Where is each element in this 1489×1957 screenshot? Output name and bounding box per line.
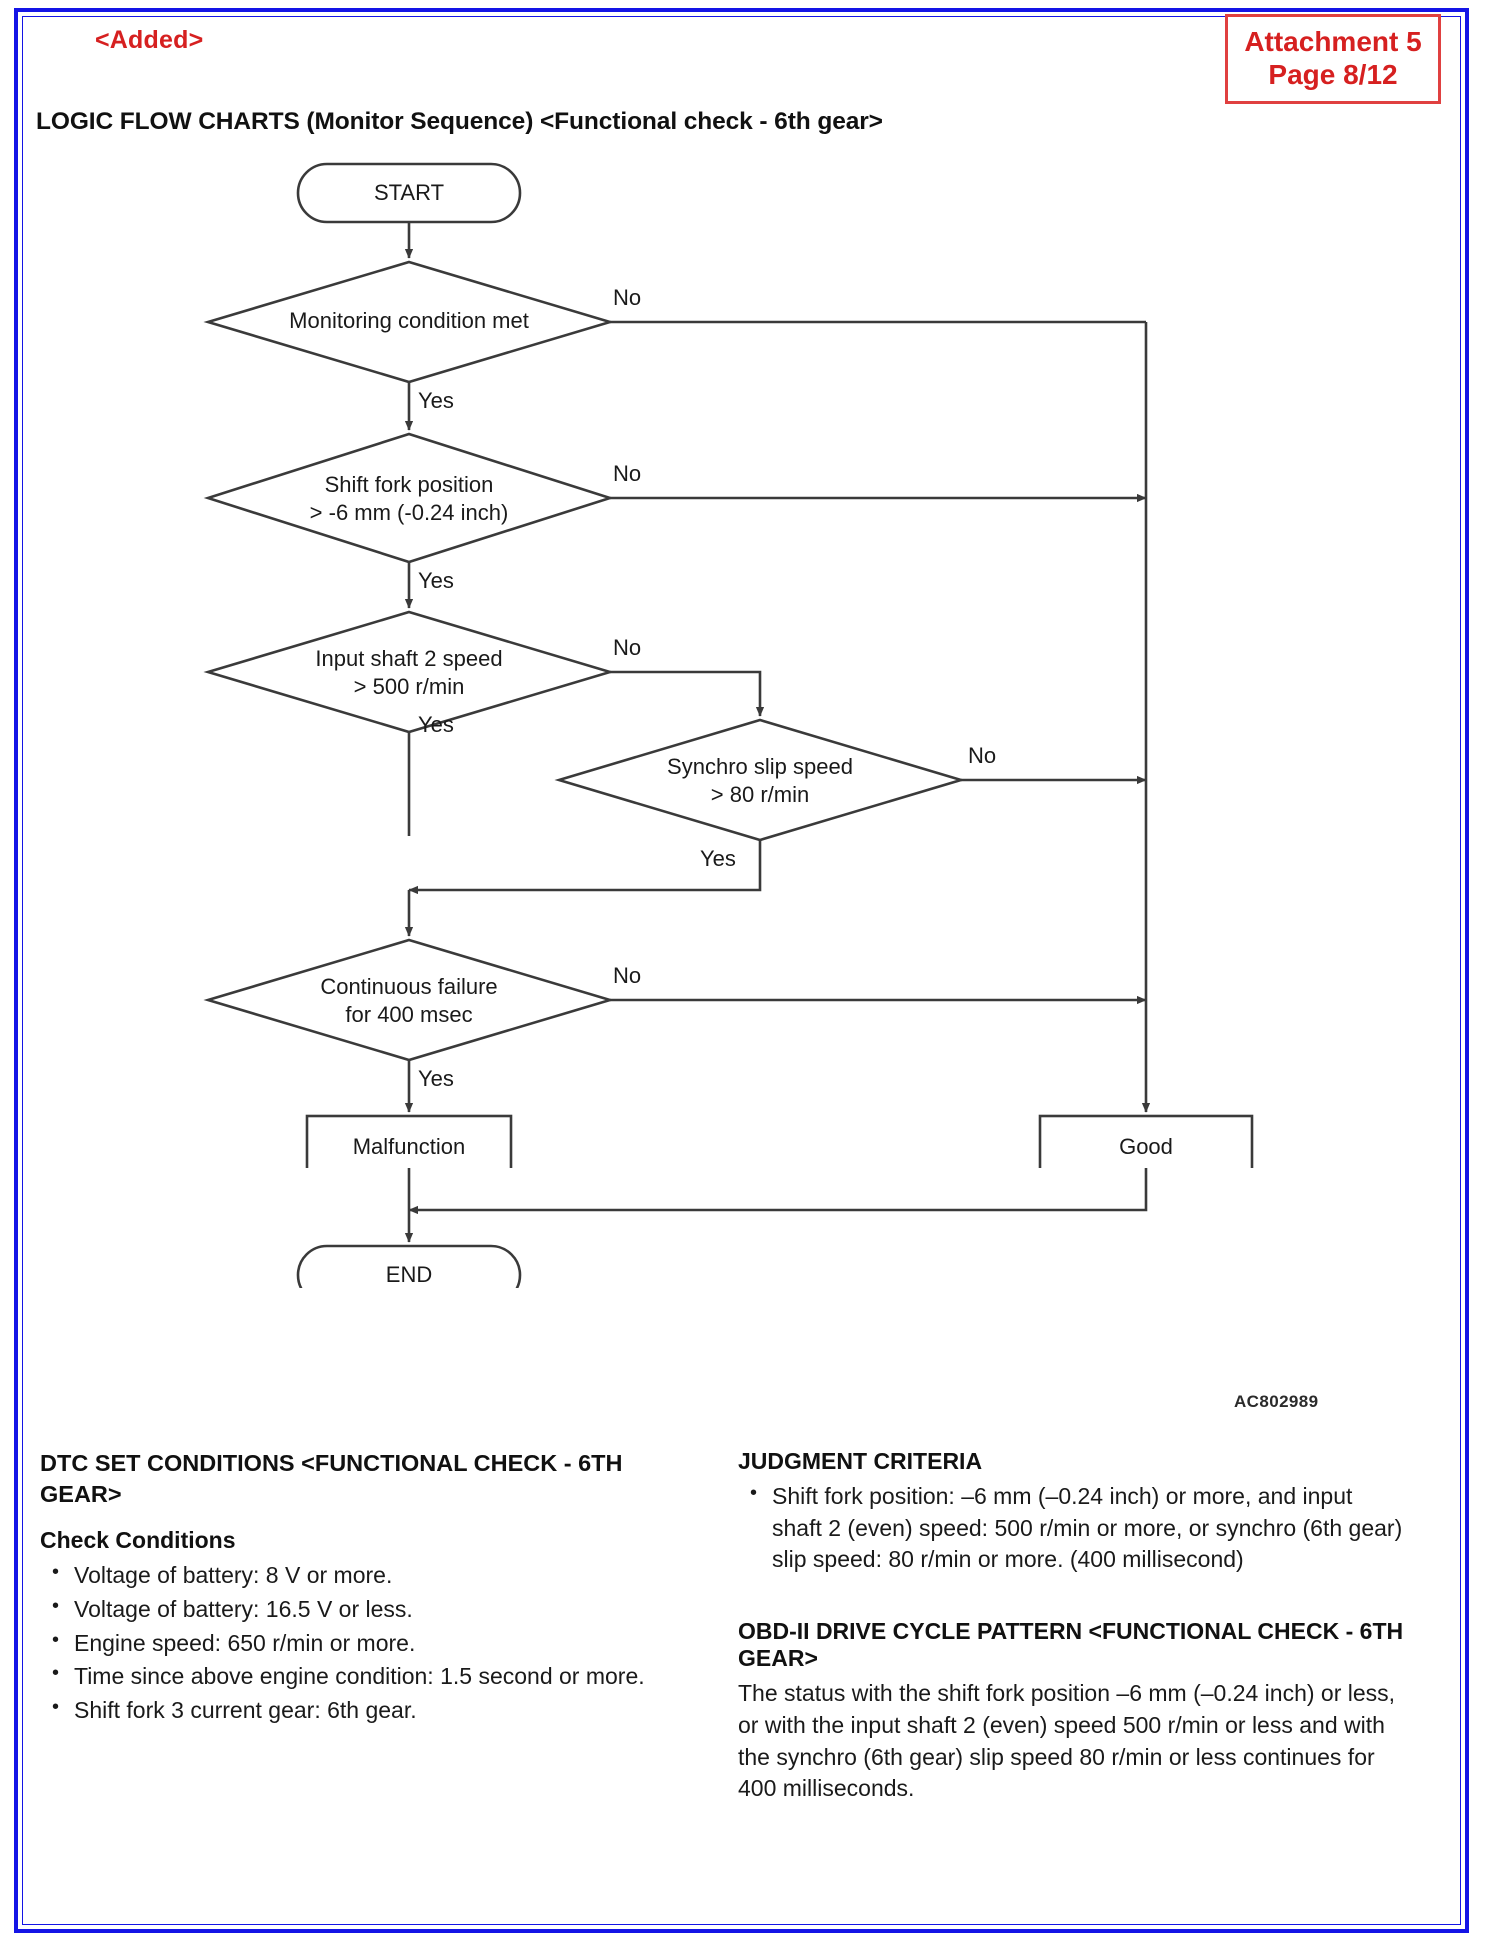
branch-label-monitoring-no: No (613, 285, 641, 310)
branch-label-continuous-no: No (613, 963, 641, 988)
added-revision-tag: <Added> (95, 26, 204, 54)
attachment-page: Page 8/12 (1268, 59, 1398, 91)
decision-synchro-slip-speed (554, 718, 966, 842)
logic-flow-chart: START Monitoring condition met No Yes Sh… (203, 162, 1254, 1168)
page-title: LOGIC FLOW CHARTS (Monitor Sequence) <Fu… (36, 108, 883, 135)
obd-drive-cycle-heading: OBD-II DRIVE CYCLE PATTERN <FUNCTIONAL C… (738, 1618, 1404, 1672)
branch-label-input-shaft-no: No (613, 635, 641, 660)
branch-label-synchro-yes: Yes (700, 846, 736, 871)
dtc-set-conditions-column: DTC SET CONDITIONS <FUNCTIONAL CHECK - 6… (40, 1448, 700, 1729)
judgment-criteria-column: JUDGMENT CRITERIA Shift fork position: –… (738, 1448, 1408, 1805)
judgment-criteria-heading: JUDGMENT CRITERIA (738, 1448, 983, 1474)
decision-input-shaft-line2: > 500 r/min (354, 674, 465, 699)
good-label: Good (1119, 1134, 1173, 1159)
obd-drive-cycle-body: The status with the shift fork position … (738, 1680, 1396, 1802)
figure-reference-code: AC802989 (1234, 1392, 1319, 1411)
branch-label-continuous-yes: Yes (418, 1066, 454, 1091)
judgment-criteria-list: Shift fork position: –6 mm (–0.24 inch) … (738, 1480, 1408, 1576)
decision-shift-fork-line1: Shift fork position (325, 472, 494, 497)
decision-synchro-line1: Synchro slip speed (667, 754, 853, 779)
logic-flow-chart-footer: END (296, 1168, 1148, 1288)
process-good (1038, 1114, 1254, 1168)
list-item: Shift fork position: –6 mm (–0.24 inch) … (750, 1480, 1408, 1576)
decision-monitoring-label: Monitoring condition met (289, 308, 529, 333)
check-conditions-list: Voltage of battery: 8 V or more. Voltage… (40, 1559, 700, 1727)
branch-label-shift-fork-yes: Yes (418, 568, 454, 593)
path-good-to-end (408, 1168, 1148, 1215)
decision-synchro-line2: > 80 r/min (711, 782, 809, 807)
decision-continuous-failure (203, 938, 615, 1062)
decision-continuous-line1: Continuous failure (320, 974, 497, 999)
list-item: Voltage of battery: 16.5 V or less. (52, 1593, 700, 1626)
path-input-shaft-no (610, 670, 765, 717)
attachment-stamp: Attachment 5 Page 8/12 (1225, 14, 1441, 105)
decision-input-shaft-line1: Input shaft 2 speed (315, 646, 502, 671)
attachment-number: Attachment 5 (1244, 26, 1422, 57)
section-spacer (738, 1578, 1408, 1618)
list-item: Shift fork 3 current gear: 6th gear. (52, 1694, 700, 1727)
decision-shift-fork-line2: > -6 mm (-0.24 inch) (310, 500, 509, 525)
list-item: Time since above engine condition: 1.5 s… (52, 1660, 700, 1693)
decision-shift-fork-position (203, 432, 615, 564)
list-item: Voltage of battery: 8 V or more. (52, 1559, 700, 1592)
malfunction-label: Malfunction (353, 1134, 466, 1159)
list-item: Engine speed: 650 r/min or more. (52, 1627, 700, 1660)
branch-label-input-shaft-yes: Yes (418, 712, 454, 737)
decision-continuous-line2: for 400 msec (345, 1002, 472, 1027)
decision-input-shaft-speed (203, 610, 615, 734)
end-terminal (296, 1244, 522, 1288)
end-label: END (386, 1262, 432, 1287)
dtc-set-conditions-heading: DTC SET CONDITIONS <FUNCTIONAL CHECK - 6… (40, 1450, 623, 1507)
branch-label-synchro-no: No (968, 743, 996, 768)
check-conditions-subheading: Check Conditions (40, 1527, 236, 1554)
branch-label-shift-fork-no: No (613, 461, 641, 486)
path-synchro-yes (408, 840, 762, 895)
start-label: START (374, 180, 444, 205)
branch-label-monitoring-yes: Yes (418, 388, 454, 413)
process-malfunction (305, 1114, 513, 1168)
page-frame-inner-border (22, 16, 1461, 1925)
